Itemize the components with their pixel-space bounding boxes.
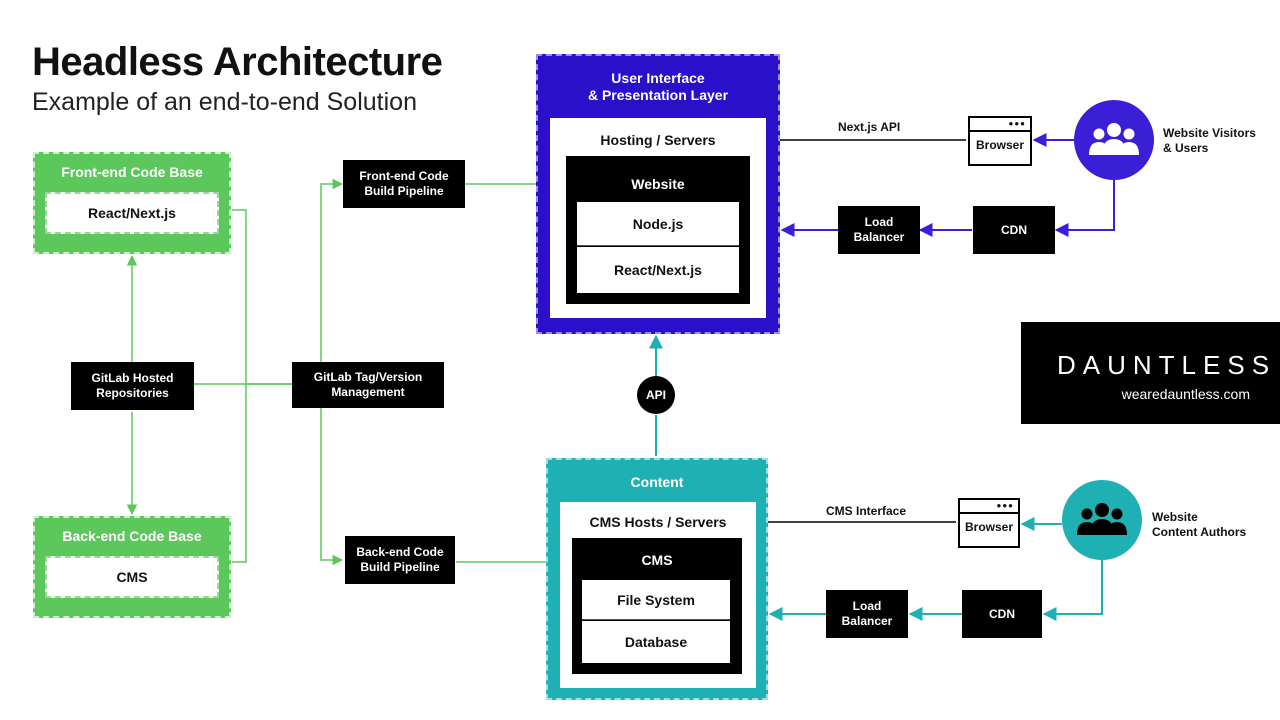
page-subtitle: Example of an end-to-end Solution (32, 88, 417, 116)
gitlab-repos-line1: GitLab Hosted (91, 371, 174, 385)
stack-nodejs: Node.js (577, 202, 739, 246)
browser-titlebar: ●●● (970, 118, 1030, 132)
content-authors-circle (1062, 480, 1142, 560)
cms-box: CMS File System Database (572, 538, 742, 674)
gitlab-tag-line1: GitLab Tag/Version (313, 370, 423, 384)
be-pipeline-line1: Back-end Code (356, 545, 444, 559)
website-label: Website (631, 176, 685, 192)
browser-bottom-titlebar: ●●● (960, 500, 1018, 514)
backend-to-tag-line (232, 384, 247, 563)
gitlab-tag-line2: Management (331, 385, 405, 399)
frontend-code-base: Front-end Code Base React/Next.js (33, 152, 231, 254)
lb-bottom-line1: Load (852, 599, 882, 613)
browser-dots-icon: ●●● (1008, 119, 1026, 128)
cdn-top: CDN (973, 206, 1055, 254)
gitlab-repos-line2: Repositories (96, 386, 169, 400)
authors-group-icon (1077, 503, 1127, 535)
users-group-icon (1089, 123, 1139, 155)
ui-layer-title-line1: User Interface (611, 70, 705, 86)
website-box: Website Node.js React/Next.js (566, 156, 750, 304)
browser-window-top: ●●● Browser (968, 116, 1032, 166)
authors-to-cdn-line (1042, 560, 1103, 621)
fe-pipeline-line2: Build Pipeline (364, 184, 444, 198)
api-badge: API (637, 376, 675, 414)
frontend-code-base-title: Front-end Code Base (61, 164, 203, 180)
browser-window-bottom: ●●● Browser (958, 498, 1020, 548)
gitlab-repositories-box: GitLab Hosted Repositories (71, 362, 194, 410)
stack-file-system: File System (582, 580, 730, 620)
stack-database: Database (582, 621, 730, 663)
backend-code-base-item: CMS (45, 556, 219, 598)
load-balancer-top: Load Balancer (838, 206, 920, 254)
load-balancer-bottom: Load Balancer (826, 590, 908, 638)
lb-top-line2: Balancer (853, 230, 905, 244)
browser-bottom-label: Browser (964, 520, 1014, 534)
authors-line1: Website (1152, 510, 1198, 524)
cms-label: CMS (641, 552, 673, 568)
stack-react-nextjs: React/Next.js (577, 247, 739, 293)
content-layer: Content CMS Hosts / Servers CMS File Sys… (546, 458, 768, 700)
dauntless-brand-block: DAUNTLESS wearedauntless.com (1021, 322, 1280, 424)
cms-interface-label: CMS Interface (826, 504, 907, 518)
frontend-build-pipeline-box: Front-end Code Build Pipeline (343, 160, 465, 208)
gitlab-tag-version-box: GitLab Tag/Version Management (292, 362, 444, 408)
backend-code-base: Back-end Code Base CMS (33, 516, 231, 618)
ui-presentation-layer: User Interface & Presentation Layer Host… (536, 54, 780, 334)
hosting-servers-label: Hosting / Servers (600, 132, 716, 148)
frontend-to-tag-line (232, 209, 292, 385)
tag-to-fe-pipeline-line (320, 178, 344, 362)
backend-build-pipeline-box: Back-end Code Build Pipeline (345, 536, 455, 584)
browser-top-label: Browser (975, 138, 1025, 152)
website-visitors-label: Website Visitors & Users (1163, 126, 1256, 156)
cms-hosts-label: CMS Hosts / Servers (589, 514, 727, 530)
content-layer-title: Content (630, 474, 684, 490)
lb-bottom-line2: Balancer (841, 614, 893, 628)
content-authors-label: Website Content Authors (1152, 510, 1246, 540)
website-visitors-circle (1074, 100, 1154, 180)
visitors-to-cdn-line (1054, 180, 1115, 237)
cms-hosts-box: CMS Hosts / Servers CMS File System Data… (560, 502, 756, 688)
dauntless-url: wearedauntless.com (1121, 386, 1250, 402)
visitors-line2: & Users (1163, 141, 1209, 155)
backend-code-base-title: Back-end Code Base (62, 528, 202, 544)
fe-pipeline-line1: Front-end Code (359, 169, 449, 183)
authors-line2: Content Authors (1152, 525, 1247, 539)
tag-to-be-pipeline-line (320, 408, 344, 566)
lb-top-line1: Load (864, 215, 894, 229)
dauntless-logo: DAUNTLESS (1057, 350, 1277, 380)
frontend-code-base-item: React/Next.js (45, 192, 219, 234)
hosting-servers-box: Hosting / Servers Website Node.js React/… (550, 118, 766, 318)
cdn-bottom: CDN (962, 590, 1042, 638)
nextjs-api-label: Next.js API (838, 120, 901, 134)
be-pipeline-line2: Build Pipeline (360, 560, 440, 574)
browser-bottom-dots-icon: ●●● (996, 501, 1014, 510)
page-title: Headless Architecture (32, 40, 443, 84)
ui-layer-title-line2: & Presentation Layer (587, 87, 729, 103)
visitors-line1: Website Visitors (1163, 126, 1256, 140)
